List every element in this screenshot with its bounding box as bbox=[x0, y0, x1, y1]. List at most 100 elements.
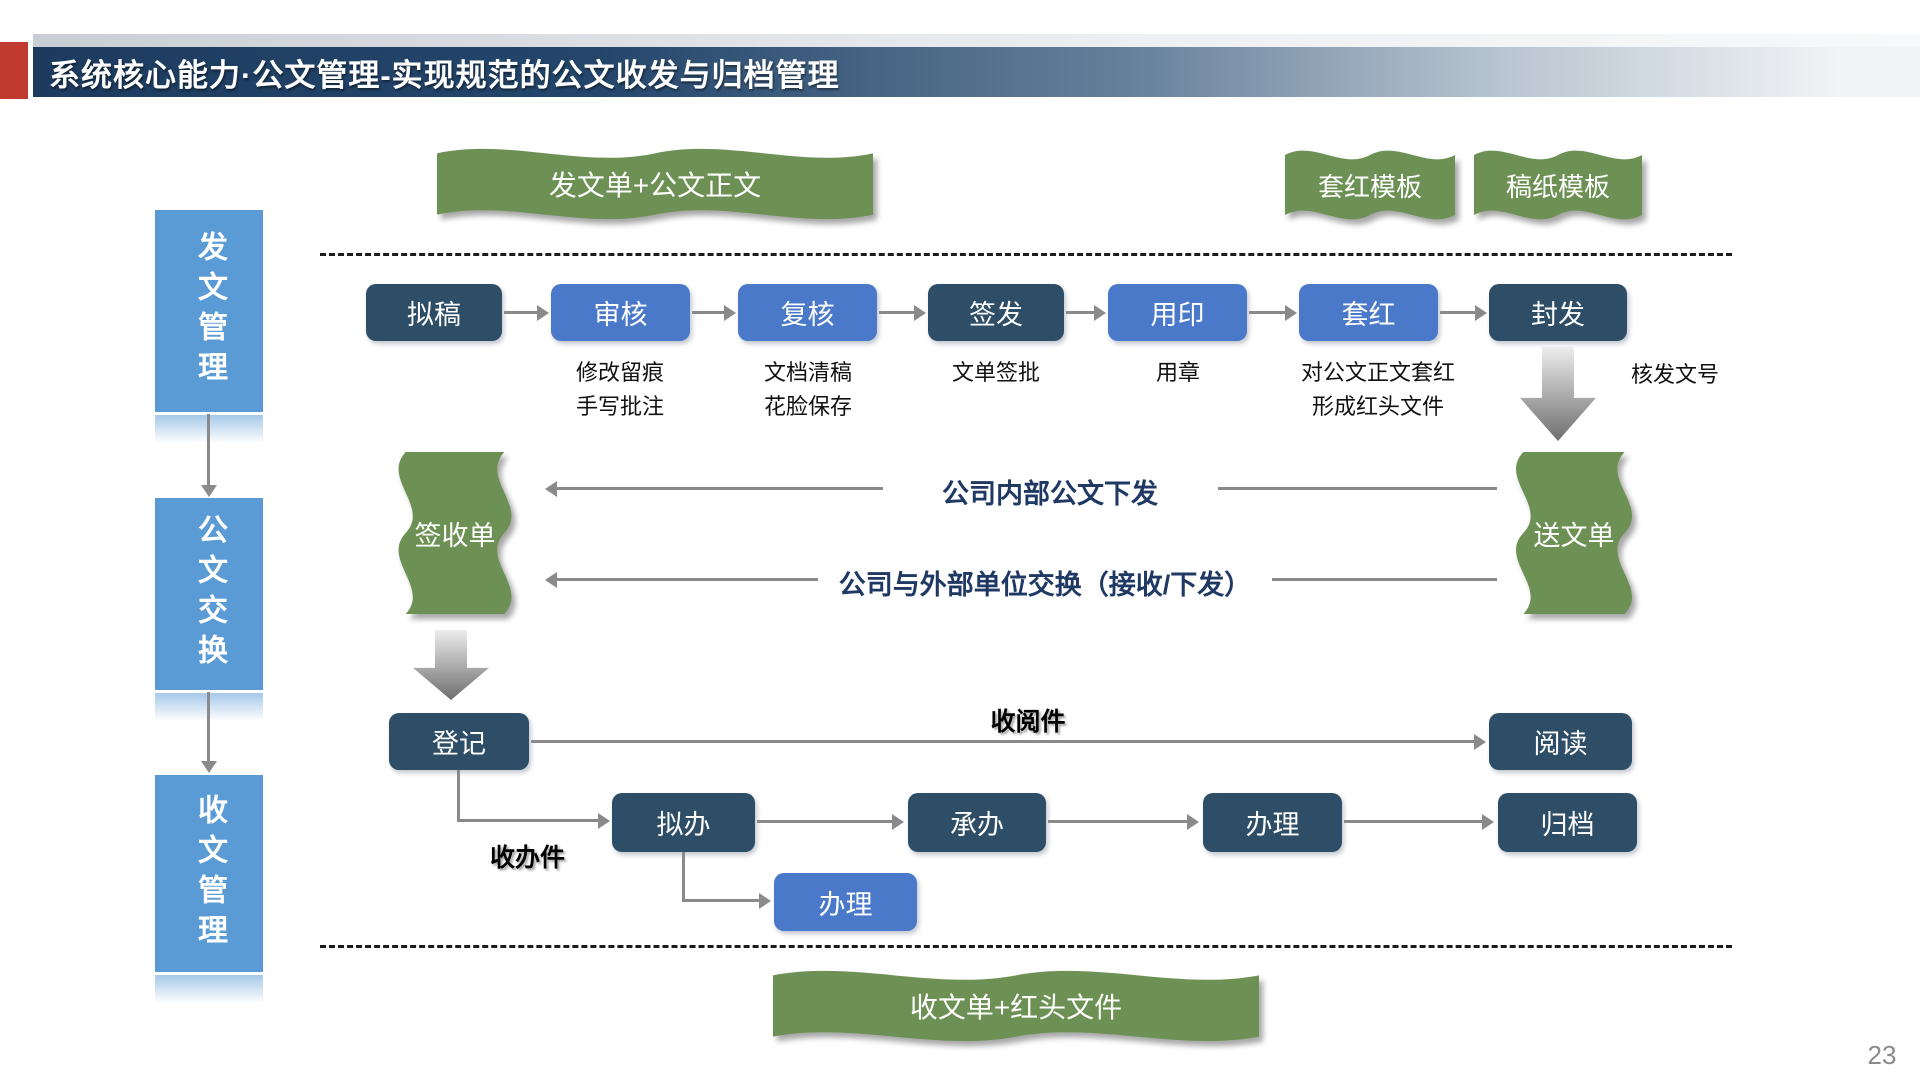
flag-label: 签收单 bbox=[414, 520, 496, 551]
flow-step-label: 办理 bbox=[818, 889, 873, 920]
caption-yongyin: 用章 bbox=[1103, 356, 1253, 390]
sidebar-item-receive-management: 收文管理 bbox=[155, 775, 263, 972]
label-text: 收办件 bbox=[489, 844, 565, 872]
flag-label: 送文单 bbox=[1533, 520, 1615, 551]
big-down-arrow bbox=[1520, 347, 1596, 441]
flow-step-dengji: 登记 bbox=[389, 713, 529, 770]
label-text: 收阅件 bbox=[990, 708, 1066, 736]
big-down-arrow bbox=[413, 630, 489, 700]
flow-step-taohong: 套红 bbox=[1299, 284, 1438, 341]
sidebar-item-send-management: 发文管理 bbox=[155, 210, 263, 412]
flow-step-fuhe: 复核 bbox=[738, 284, 877, 341]
label-text: 公司内部公文下发 bbox=[942, 479, 1158, 509]
internal-exchange-label: 公司内部公文下发 bbox=[885, 472, 1215, 511]
label-text: 公司与外部单位交换（接收/下发） bbox=[838, 570, 1252, 600]
banner-red-header-template: 套红模板 bbox=[1285, 140, 1455, 230]
flow-step-qianfa: 签发 bbox=[928, 284, 1064, 341]
flow-step-label: 登记 bbox=[432, 729, 486, 759]
flag-sign-receipt: 签收单 bbox=[381, 452, 529, 614]
caption-line: 核发文号 bbox=[1630, 362, 1719, 387]
wave-shape bbox=[773, 970, 1259, 1042]
flow-arrow bbox=[879, 304, 926, 321]
sidebar-item-label: 公文交换 bbox=[193, 514, 226, 674]
flow-step-banli: 办理 bbox=[1203, 793, 1342, 852]
flow-step-guidang: 归档 bbox=[1498, 793, 1637, 852]
banner-send-doc: 发文单+公文正文 bbox=[437, 138, 873, 230]
flow-step-sub-banli: 办理 bbox=[774, 873, 917, 931]
banner-draft-paper-template: 稿纸模板 bbox=[1474, 140, 1642, 230]
title-accent-bar bbox=[0, 42, 28, 99]
banner-label: 收文单+红头文件 bbox=[909, 992, 1123, 1023]
flow-step-label: 用印 bbox=[1150, 300, 1205, 330]
title-bar: 系统核心能力·公文管理-实现规范的公文收发与归档管理 bbox=[33, 47, 1920, 97]
banner-label: 发文单+公文正文 bbox=[548, 170, 762, 201]
caption-fengfa: 核发文号 bbox=[1605, 358, 1745, 392]
caption-line: 修改留痕 bbox=[575, 360, 664, 385]
internal-exchange-arrow bbox=[545, 480, 883, 497]
flow-arrow bbox=[692, 304, 736, 321]
page-number: 23 bbox=[1852, 1040, 1912, 1071]
external-exchange-arrow bbox=[545, 571, 818, 588]
flow-step-chengban: 承办 bbox=[908, 793, 1046, 852]
elbow-line bbox=[457, 770, 460, 822]
page-title: 系统核心能力·公文管理-实现规范的公文收发与归档管理 bbox=[49, 57, 840, 93]
dashed-divider-bottom bbox=[320, 945, 1732, 948]
sidebar-arrow-1 bbox=[200, 414, 217, 497]
flow-step-label: 承办 bbox=[950, 810, 1004, 840]
caption-fuhe: 文档清稿 花脸保存 bbox=[733, 356, 883, 424]
flow-arrow bbox=[504, 304, 549, 321]
flow-arrow bbox=[1048, 813, 1199, 830]
caption-shenhe: 修改留痕 手写批注 bbox=[545, 356, 695, 424]
caption-line: 文档清稿 bbox=[763, 360, 852, 385]
flow-step-label: 拟稿 bbox=[407, 300, 461, 330]
wave-shape bbox=[1474, 150, 1642, 220]
internal-exchange-line bbox=[1218, 487, 1497, 490]
dashed-divider-top bbox=[320, 253, 1732, 256]
flow-step-label: 复核 bbox=[780, 300, 835, 330]
handle-branch-label: 收办件 bbox=[455, 838, 600, 874]
elbow-line bbox=[682, 852, 685, 902]
page-number-text: 23 bbox=[1867, 1040, 1897, 1070]
sidebar-arrow-2 bbox=[200, 692, 217, 773]
flow-step-label: 办理 bbox=[1245, 810, 1300, 840]
flow-step-shenhe: 审核 bbox=[551, 284, 690, 341]
flow-step-label: 阅读 bbox=[1533, 729, 1588, 759]
caption-line: 形成红头文件 bbox=[1311, 394, 1444, 419]
caption-line: 文单签批 bbox=[951, 360, 1040, 385]
flow-step-yuedu: 阅读 bbox=[1489, 713, 1632, 770]
caption-line: 手写批注 bbox=[575, 394, 664, 419]
banner-label: 套红模板 bbox=[1317, 171, 1422, 202]
flow-step-nigao: 拟稿 bbox=[366, 284, 502, 341]
sidebar-item-label: 收文管理 bbox=[193, 793, 226, 954]
flow-step-label: 套红 bbox=[1341, 300, 1396, 330]
flow-step-fengfa: 封发 bbox=[1489, 284, 1627, 341]
flow-step-label: 封发 bbox=[1531, 300, 1585, 330]
caption-qianfa: 文单签批 bbox=[921, 356, 1071, 390]
flag-send-doc: 送文单 bbox=[1498, 452, 1650, 614]
flow-step-label: 审核 bbox=[593, 300, 648, 330]
caption-line: 对公文正文套红 bbox=[1300, 360, 1455, 385]
register-to-read-arrow bbox=[531, 733, 1486, 750]
flow-arrow bbox=[1344, 813, 1494, 830]
flow-arrow bbox=[757, 813, 904, 830]
sidebar-reflection bbox=[155, 975, 263, 1003]
banner-receive-doc: 收文单+红头文件 bbox=[773, 960, 1259, 1052]
banner-label: 稿纸模板 bbox=[1505, 171, 1610, 202]
flow-arrow bbox=[1249, 304, 1297, 321]
flow-arrow bbox=[1066, 304, 1106, 321]
caption-taohong: 对公文正文套红 形成红头文件 bbox=[1268, 356, 1488, 424]
sidebar-item-doc-exchange: 公文交换 bbox=[155, 498, 263, 690]
wave-shape bbox=[437, 148, 873, 220]
wave-shape bbox=[1516, 452, 1632, 614]
flow-step-yongyin: 用印 bbox=[1108, 284, 1247, 341]
caption-line: 用章 bbox=[1155, 360, 1200, 385]
read-branch-label: 收阅件 bbox=[948, 702, 1108, 738]
flow-arrow bbox=[1440, 304, 1487, 321]
flow-step-niban: 拟办 bbox=[612, 793, 755, 852]
title-top-strip bbox=[33, 34, 1920, 47]
caption-line: 花脸保存 bbox=[763, 394, 852, 419]
wave-shape bbox=[1285, 150, 1455, 220]
elbow-arrow bbox=[457, 812, 610, 829]
external-exchange-label: 公司与外部单位交换（接收/下发） bbox=[820, 563, 1270, 602]
